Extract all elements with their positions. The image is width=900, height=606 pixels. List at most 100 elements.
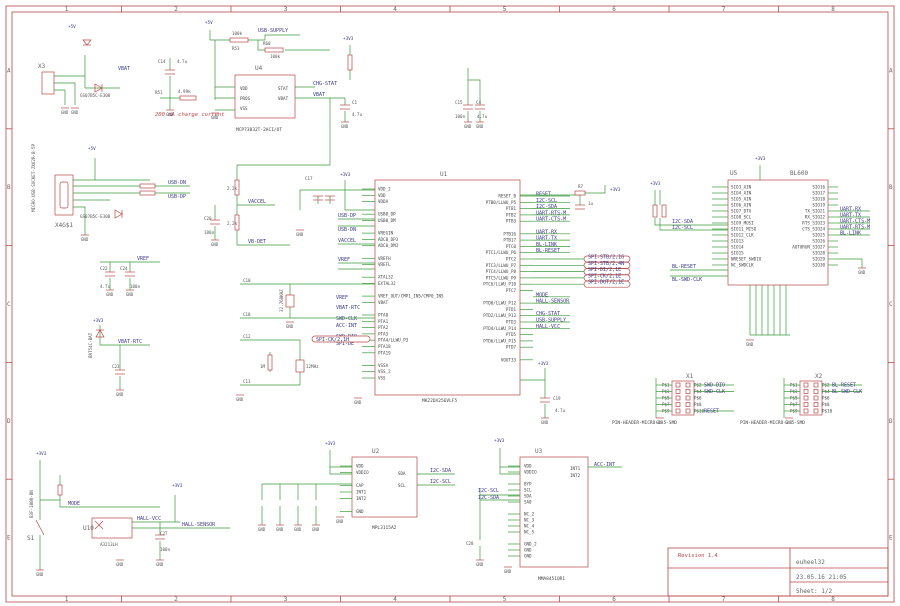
svg-text:C23: C23	[112, 364, 120, 369]
svg-text:INT2: INT2	[570, 473, 581, 478]
u1-pin-label: ADC0_DM3	[378, 243, 399, 248]
header-net-label: SWD-CLK	[704, 389, 725, 395]
u5-pin-label: TX_SIO21	[805, 209, 826, 214]
u1-pin-label: VOUT33	[501, 357, 517, 362]
svg-text:4.7u: 4.7u	[352, 112, 363, 117]
col-label-top: 2	[174, 6, 178, 13]
header-pin-label: P$6	[694, 396, 702, 401]
svg-text:+5V: +5V	[88, 146, 96, 152]
u1-pin-label: EXTAL32	[378, 281, 396, 286]
u1-pin-label: PTC2	[506, 257, 517, 262]
rtc-battery: VBAT-RTC BAT54C-BAT C23 +3V3	[88, 318, 150, 390]
u5-bl600: U5 BL600 SIO3_AINSIO4_AINSIO5_AINSIO6_AI…	[650, 156, 870, 336]
u1-pin-label: PTD3	[506, 320, 517, 325]
svg-text:I2C-SCL: I2C-SCL	[672, 225, 693, 231]
row-label-left: A	[7, 67, 11, 74]
u1-net-label: RESET	[536, 192, 551, 198]
u1-pin-label: PTA4/LLWU_P3	[378, 338, 409, 343]
u1-pin-label: USB0_DM	[378, 218, 396, 223]
u5-pin-label: SIO15	[731, 251, 744, 256]
u5-pin-label: SIO7_DTA	[731, 209, 752, 214]
svg-text:GS07B5C-E300: GS07B5C-E300	[80, 214, 111, 219]
u1-pin-label: PTD0/LLWU_P12	[483, 301, 516, 306]
gnd-label: GND	[858, 270, 866, 275]
svg-text:+3V3: +3V3	[610, 187, 621, 193]
r60-body	[264, 47, 284, 53]
row-label-right: B	[889, 184, 893, 191]
gnd-label: GND	[504, 569, 512, 574]
svg-text:4.7u: 4.7u	[477, 114, 488, 119]
u5-pin-label: SIO3_AIN	[731, 185, 752, 190]
col-label-top: 3	[284, 6, 288, 13]
svg-text:VBAT-RTC: VBAT-RTC	[118, 339, 142, 345]
u5-pin-label: SIO8_SCL	[731, 215, 752, 220]
col-label-top: 8	[831, 6, 835, 13]
u5-pin-label: SIO4_AIN	[731, 191, 752, 196]
net-usb-supply-top: USB-SUPPLY	[258, 28, 288, 34]
svg-text:R53: R53	[232, 46, 240, 51]
c14-wires	[160, 58, 190, 110]
svg-text:SPI-DE: SPI-DE	[336, 341, 354, 347]
svg-text:USB-DN: USB-DN	[168, 180, 186, 186]
u1-net-label: SPI-STB/2,1G	[588, 255, 624, 261]
u5-net-label: UART-CTS-M	[840, 219, 870, 225]
u3-pin-label: VDD	[524, 464, 532, 469]
svg-text:+3V3: +3V3	[494, 438, 505, 444]
u1-net-label: BL-RESET	[536, 248, 560, 254]
col-label-top: 6	[612, 6, 616, 13]
u1-net-label: SPI-STB/2,4N	[588, 261, 624, 267]
u1-net-label: UART-TX	[536, 236, 557, 242]
svg-text:C27: C27	[160, 531, 168, 536]
svg-text:C18: C18	[243, 312, 251, 317]
u1-mcu: U1 MK22DX256VLF5 VDD_2VDDVDDAUSB0_DPUSB0…	[362, 171, 631, 404]
u5-pin-label: SIO13	[731, 239, 744, 244]
plus5v-top: +5V	[205, 20, 213, 26]
header-net-label: SWD-DIO	[704, 383, 725, 389]
u1-pin-label: PTD6/LLWU_P15	[483, 338, 516, 343]
svg-text:PIN-HEADER-MICRO-2-5-SMD: PIN-HEADER-MICRO-2-5-SMD	[740, 420, 805, 426]
col-label-top: 7	[722, 6, 726, 13]
usb-connector: X4G$1 MICRO-USB-SOCKET-ZX62R-B-5P USB-DN…	[31, 143, 190, 235]
u1-net-label: SPI-DI/2,1E	[588, 267, 621, 273]
svg-text:C19: C19	[553, 396, 561, 401]
u3-pin-label: GND	[524, 548, 532, 553]
svg-text:R7: R7	[578, 184, 584, 189]
u1-body	[374, 179, 521, 396]
u1-pin-label: USB0_DP	[378, 212, 396, 217]
u3-body	[519, 456, 589, 568]
u1-pin-label: PTB3	[506, 219, 517, 224]
u5-pin-label: SIO11_MISO	[731, 227, 757, 232]
svg-text:4.7u: 4.7u	[555, 408, 566, 413]
svg-text:4.99k: 4.99k	[178, 89, 191, 94]
gnd-label: GND	[156, 562, 164, 567]
u5-pin-label: SIO19	[812, 203, 825, 208]
u4-pin-vdd: VDD	[240, 86, 248, 91]
u5-pin-label: SIO29	[812, 257, 825, 262]
svg-text:MICRO-USB-SOCKET-ZX62R-B-5P: MICRO-USB-SOCKET-ZX62R-B-5P	[31, 143, 36, 212]
u4-ref: U4	[255, 65, 263, 72]
charge-note: 200 mA charge current	[155, 112, 225, 118]
svg-text:GS07B5C-E300: GS07B5C-E300	[80, 93, 111, 98]
u1-net-label: CHG-STAT	[536, 311, 560, 317]
decoupling-c15-c4: C15 C4 100n 4.7u	[455, 68, 488, 122]
u1-net-label: UART-RTS-M	[536, 210, 566, 216]
svg-text:U10: U10	[83, 525, 94, 532]
svg-text:1M: 1M	[260, 364, 266, 369]
u1-pin-label: XTAL32	[378, 275, 394, 280]
u2-pin-label: INT1	[356, 490, 367, 495]
svg-text:4.7u: 4.7u	[100, 284, 111, 289]
gnd-label: GND	[464, 124, 472, 129]
gnd-label: GND	[294, 527, 302, 532]
supply-wires	[209, 30, 330, 100]
x1-body	[671, 380, 695, 416]
gnd-label: GND	[286, 324, 294, 329]
svg-text:MMA8451QR1: MMA8451QR1	[538, 576, 565, 582]
svg-text:SWD-CLK: SWD-CLK	[336, 316, 357, 322]
svg-text:USB-DN: USB-DN	[338, 227, 356, 233]
gnd-label: GND	[211, 115, 219, 120]
gnd-label: GND	[354, 400, 362, 405]
svg-text:C28: C28	[466, 541, 474, 546]
u4-pin-prog: PROG	[240, 96, 251, 101]
